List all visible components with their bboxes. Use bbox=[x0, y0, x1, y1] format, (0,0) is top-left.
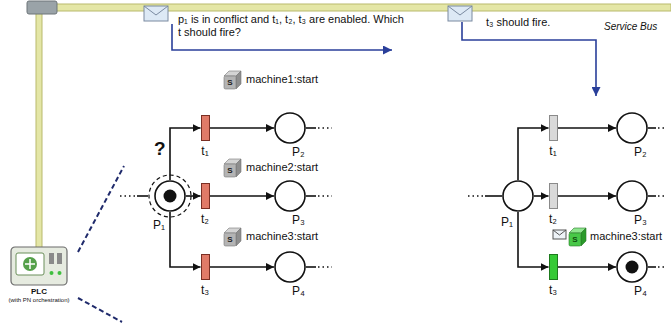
arc-arrow bbox=[170, 128, 201, 180]
place-outline bbox=[616, 251, 648, 283]
place-outline bbox=[616, 180, 648, 212]
place-outline bbox=[274, 112, 306, 144]
transition-label: t₁ bbox=[549, 144, 556, 158]
place-circle: P₄ bbox=[274, 251, 306, 283]
transition-outline bbox=[549, 183, 558, 209]
message-text: t₃ should fire. bbox=[486, 16, 550, 29]
transition-outline bbox=[201, 183, 210, 209]
service-label: machine2:start bbox=[246, 161, 318, 174]
continuation-stub bbox=[120, 128, 332, 267]
bus-label: Service Bus bbox=[604, 21, 657, 33]
place-circle: P₄ bbox=[616, 251, 648, 283]
service-label: machine1:start bbox=[246, 73, 318, 86]
message-envelope bbox=[144, 6, 168, 21]
arc-arrow bbox=[170, 212, 201, 267]
arc-arrow bbox=[558, 266, 617, 268]
arc-arrow bbox=[518, 128, 549, 180]
place-label: P₄ bbox=[634, 284, 647, 298]
service-icon bbox=[224, 228, 241, 246]
place-outline bbox=[274, 180, 306, 212]
message-text: p₁ is in conflict and t₁, t₂, t₃ are ena… bbox=[178, 13, 406, 39]
plc-picture bbox=[10, 246, 68, 286]
place-outline bbox=[502, 180, 534, 212]
service-label: machine3:start bbox=[246, 230, 318, 243]
transition-label: t₂ bbox=[549, 212, 557, 226]
arc-arrow bbox=[186, 195, 201, 197]
transition-label: t₃ bbox=[201, 283, 209, 297]
transition-bar: t₃ bbox=[201, 254, 210, 280]
place-label: P₄ bbox=[292, 284, 305, 298]
arc-arrow bbox=[558, 127, 617, 129]
transition-outline bbox=[201, 254, 210, 280]
message-envelope bbox=[448, 6, 472, 21]
place-outline bbox=[154, 180, 186, 212]
transition-bar: t₃ bbox=[549, 254, 558, 280]
service-icon bbox=[224, 159, 241, 177]
bus-drop bbox=[36, 10, 42, 248]
transition-bar: t₂ bbox=[549, 183, 558, 209]
conflict-mark: ? bbox=[154, 138, 166, 161]
transition-label: t₃ bbox=[549, 283, 557, 297]
service-icon-letter: S bbox=[227, 79, 232, 87]
plc-device: PLC(with PN orchestration) bbox=[8, 246, 69, 304]
place-circle: P₃ bbox=[274, 180, 306, 212]
service-icon-letter: S bbox=[572, 236, 577, 244]
transition-label: t₂ bbox=[201, 212, 209, 226]
message-arrow bbox=[462, 22, 596, 96]
arc-arrow bbox=[210, 195, 275, 197]
zoom-line bbox=[78, 166, 124, 252]
token bbox=[164, 190, 177, 203]
bus-coupler bbox=[27, 1, 57, 14]
place-circle: P₁ bbox=[154, 180, 186, 212]
place-outline bbox=[616, 112, 648, 144]
place-label: P₃ bbox=[292, 213, 305, 227]
token bbox=[626, 261, 639, 274]
device-note: (with PN orchestration) bbox=[8, 297, 69, 304]
device-name: PLC bbox=[31, 287, 47, 297]
place-label: P₃ bbox=[634, 213, 647, 227]
continuation-stub bbox=[468, 128, 667, 267]
place-label: P₂ bbox=[634, 145, 647, 159]
place-outline bbox=[274, 251, 306, 283]
arc-arrow bbox=[534, 195, 549, 197]
place-circle: P₃ bbox=[616, 180, 648, 212]
transition-outline bbox=[549, 115, 558, 141]
place-circle: P₁ bbox=[502, 180, 534, 212]
service-icon-letter: S bbox=[227, 236, 232, 244]
transition-bar: t₂ bbox=[201, 183, 210, 209]
transition-label: t₁ bbox=[201, 144, 208, 158]
place-circle: P₂ bbox=[274, 112, 306, 144]
transition-outline bbox=[201, 115, 210, 141]
place-label: P₁ bbox=[501, 215, 513, 229]
message-envelope bbox=[553, 230, 566, 239]
service-icon bbox=[224, 71, 241, 89]
place-circle: P₂ bbox=[616, 112, 648, 144]
arc-arrow bbox=[210, 266, 275, 268]
transition-bar: t₁ bbox=[549, 115, 558, 141]
service-bus bbox=[36, 4, 671, 11]
arc-arrow bbox=[558, 195, 617, 197]
zoom-line bbox=[78, 298, 122, 322]
service-icon bbox=[569, 228, 586, 246]
arc-arrow bbox=[518, 212, 549, 267]
service-label: machine3:start bbox=[590, 230, 662, 243]
transition-outline bbox=[549, 254, 558, 280]
service-icon-letter: S bbox=[227, 167, 232, 175]
conflict-ring bbox=[149, 175, 191, 217]
place-label: P₂ bbox=[292, 145, 305, 159]
arc-arrow bbox=[210, 127, 275, 129]
place-label: P₁ bbox=[153, 218, 165, 232]
transition-bar: t₁ bbox=[201, 115, 210, 141]
